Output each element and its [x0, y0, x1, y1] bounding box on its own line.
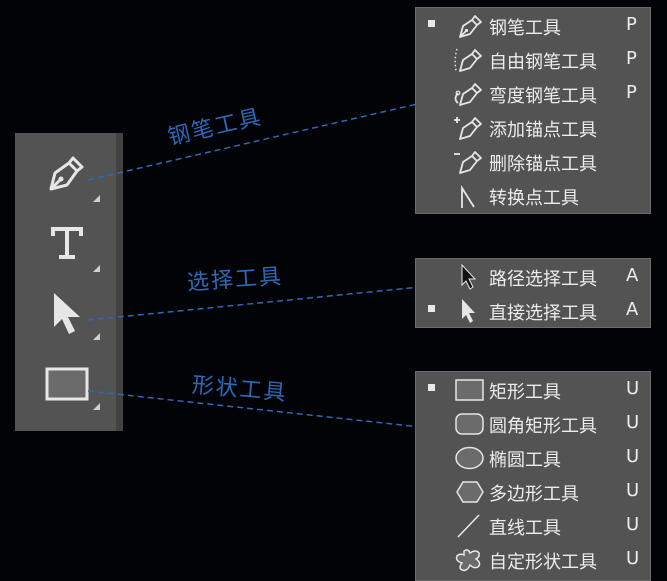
convert-point-icon: [461, 184, 475, 208]
menu-item-line-tool[interactable]: 直线工具 U: [416, 509, 650, 543]
menu-item-label: 自由钢笔工具: [489, 52, 597, 73]
menu-item-label: 转换点工具: [489, 188, 579, 209]
black-arrow-icon: [461, 264, 477, 290]
menu-item-label: 矩形工具: [489, 382, 561, 403]
menu-item-path-selection-tool[interactable]: 路径选择工具 A: [416, 260, 650, 294]
menu-item-label: 自定形状工具: [489, 552, 597, 573]
white-arrow-icon: [462, 299, 475, 323]
shortcut-key: A: [626, 265, 639, 286]
menu-item-direct-selection-tool[interactable]: 直接选择工具 A: [416, 294, 650, 328]
shortcut-key: U: [626, 378, 640, 399]
rectangle-icon: [45, 367, 89, 401]
menu-item-polygon-tool[interactable]: 多边形工具 U: [416, 475, 650, 509]
shortcut-key: P: [626, 82, 637, 103]
menu-item-label: 添加锚点工具: [489, 120, 597, 141]
polygon-icon: [456, 481, 484, 503]
menu-item-curvature-pen-tool[interactable]: 弯度钢笔工具 P: [416, 77, 650, 111]
pen-icon: [459, 15, 482, 38]
menu-item-rounded-rectangle-tool[interactable]: 圆角矩形工具 U: [416, 407, 650, 441]
shortcut-key: U: [626, 446, 640, 467]
submenu-indicator: [93, 195, 100, 202]
add-anchor-icon: [454, 117, 482, 140]
rounded-rectangle-icon: [455, 413, 484, 435]
delete-anchor-icon: [454, 151, 482, 174]
type-tool-button[interactable]: [15, 213, 116, 283]
custom-shape-icon: [455, 549, 481, 572]
active-indicator: [428, 305, 435, 312]
menu-item-label: 弯度钢笔工具: [489, 86, 597, 107]
ellipse-icon: [455, 446, 484, 470]
shortcut-key: P: [626, 48, 637, 69]
menu-item-label: 直线工具: [489, 518, 561, 539]
curvature-pen-icon: [454, 83, 482, 106]
menu-item-pen-tool[interactable]: 钢笔工具 P: [416, 9, 650, 43]
shape-tools-flyout: 矩形工具 U 圆角矩形工具 U 椭圆工具 U 多边形工具 U 直线工具 U 自定…: [415, 371, 651, 581]
line-icon: [457, 514, 480, 538]
shape-tool-button[interactable]: [15, 355, 116, 425]
menu-item-freeform-pen-tool[interactable]: 自由钢笔工具 P: [416, 43, 650, 77]
freeform-pen-icon: [454, 48, 482, 72]
type-icon: [51, 227, 83, 259]
menu-item-label: 直接选择工具: [489, 303, 597, 324]
menu-item-label: 钢笔工具: [489, 18, 561, 39]
menu-item-label: 圆角矩形工具: [489, 416, 597, 437]
selection-tools-flyout: 路径选择工具 A 直接选择工具 A: [415, 258, 651, 328]
menu-item-rectangle-tool[interactable]: 矩形工具 U: [416, 373, 650, 407]
menu-item-label: 删除锚点工具: [489, 154, 597, 175]
menu-item-convert-point-tool[interactable]: 转换点工具: [416, 179, 650, 213]
submenu-indicator: [93, 333, 100, 340]
arrow-cursor-icon: [54, 293, 80, 334]
rectangle-icon: [455, 379, 484, 401]
path-selection-tool-button[interactable]: [15, 283, 116, 353]
shortcut-key: U: [626, 480, 640, 501]
shortcut-key: P: [626, 14, 637, 35]
active-indicator: [428, 384, 435, 391]
menu-item-custom-shape-tool[interactable]: 自定形状工具 U: [416, 543, 650, 577]
active-indicator: [428, 20, 435, 27]
menu-item-ellipse-tool[interactable]: 椭圆工具 U: [416, 441, 650, 475]
menu-item-label: 路径选择工具: [489, 269, 597, 290]
menu-item-label: 多边形工具: [489, 484, 579, 505]
shortcut-key: U: [626, 514, 640, 535]
pen-tools-flyout: 钢笔工具 P 自由钢笔工具 P 弯度钢笔工具 P 添加锚点工具 删除锚点工具: [415, 7, 651, 214]
menu-item-delete-anchor-tool[interactable]: 删除锚点工具: [416, 145, 650, 179]
pen-tool-button[interactable]: [15, 143, 116, 213]
tools-toolbar: [15, 133, 123, 431]
shortcut-key: A: [626, 299, 639, 320]
menu-item-add-anchor-tool[interactable]: 添加锚点工具: [416, 111, 650, 145]
submenu-indicator: [93, 265, 100, 272]
shortcut-key: U: [626, 548, 640, 569]
menu-item-label: 椭圆工具: [489, 450, 561, 471]
callout-selection-tools: 选择工具: [186, 264, 284, 296]
submenu-indicator: [93, 403, 100, 410]
shortcut-key: U: [626, 412, 640, 433]
pen-icon: [49, 156, 84, 191]
